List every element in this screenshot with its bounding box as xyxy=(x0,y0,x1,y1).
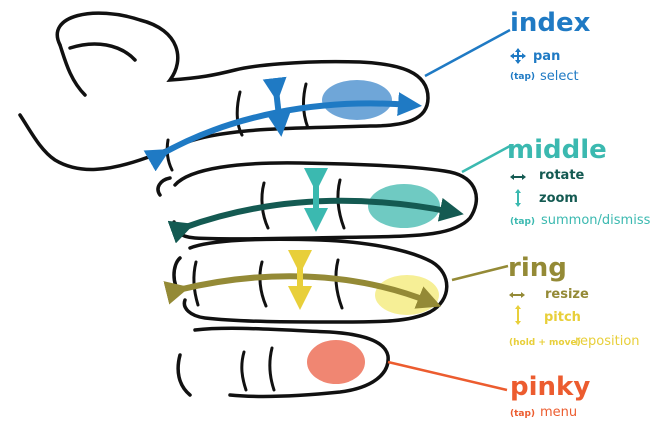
ring-gesture-resize: resize xyxy=(545,288,589,301)
pinky-title: pinky xyxy=(510,374,590,400)
vertical-arrow-icon xyxy=(513,189,523,207)
middle-gesture-summon-dismiss: summon/dismiss xyxy=(541,214,650,227)
four-way-arrow-icon xyxy=(510,48,526,64)
ring-gesture-reposition: reposition xyxy=(575,335,640,348)
index-tap-hint: (tap) xyxy=(510,73,535,82)
index-title: index xyxy=(510,10,590,36)
index-gesture-pan: pan xyxy=(533,50,560,63)
index-leader-line xyxy=(425,30,510,76)
middle-leader-line xyxy=(462,146,510,172)
pinky-leader-line xyxy=(388,362,507,390)
thumb-crease xyxy=(70,44,135,60)
index-gesture-select: select xyxy=(540,70,579,83)
vertical-arrow-icon xyxy=(513,305,523,325)
ring-title: ring xyxy=(508,255,567,281)
horizontal-arrow-icon xyxy=(509,290,525,300)
ring-leader-line xyxy=(452,266,508,280)
pinky-tap-zone xyxy=(307,340,365,384)
pinky-tap-hint: (tap) xyxy=(510,410,535,419)
middle-gesture-rotate: rotate xyxy=(539,169,584,182)
middle-gesture-zoom: zoom xyxy=(539,192,578,205)
ring-hold-move-hint: (hold + move) xyxy=(509,339,581,348)
index-tap-zone xyxy=(322,80,392,120)
middle-title: middle xyxy=(507,137,607,163)
horizontal-arrow-icon xyxy=(510,172,526,182)
index-vertical-arrow xyxy=(276,90,280,125)
ring-gesture-pitch: pitch xyxy=(544,311,581,324)
middle-tap-hint: (tap) xyxy=(510,218,535,227)
pinky-gesture-menu: menu xyxy=(540,406,577,419)
